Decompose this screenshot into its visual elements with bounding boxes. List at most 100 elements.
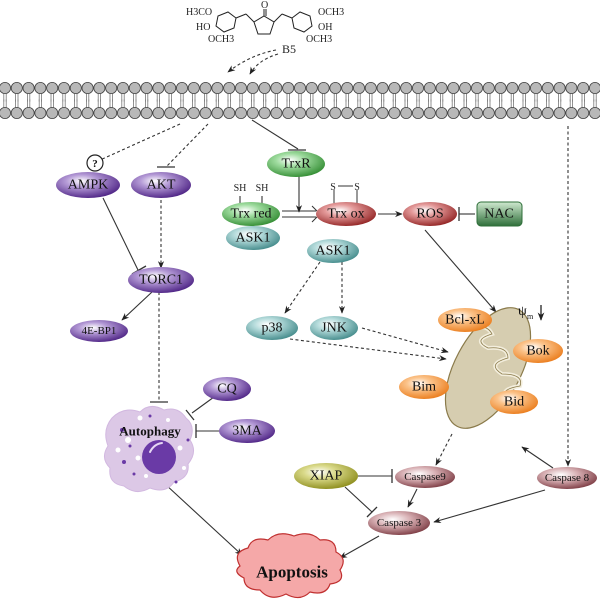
trx-ox-label: Trx ox (327, 207, 364, 222)
lipid-head (211, 82, 224, 95)
s-label-1: S (330, 182, 336, 193)
edge-xiap-inhibits-caspase3 (344, 486, 373, 513)
akt-label: AKT (147, 178, 176, 193)
node-ask1-bound: ASK1 (226, 226, 280, 250)
node-bok: Bok (513, 339, 563, 363)
vesicle (177, 445, 183, 451)
edge-ask1-to-p38 (284, 261, 321, 314)
lipid-head (175, 107, 188, 120)
lipid-head (435, 82, 448, 95)
lipid-head (117, 82, 130, 95)
lipid-head (541, 82, 554, 95)
lipid-head (234, 82, 247, 95)
och3-left-label: OCH3 (208, 34, 234, 45)
vesicle (186, 438, 190, 442)
lipid-head (423, 107, 436, 120)
lipid-head (258, 82, 271, 95)
node-ask1-free: ASK1 (307, 239, 359, 263)
trx-red-label: Trx red (230, 207, 271, 222)
lipid-head (81, 107, 94, 120)
lipid-head (341, 82, 354, 95)
bid-label: Bid (504, 395, 524, 410)
lipid-head (317, 82, 330, 95)
lipid-head (317, 107, 330, 120)
lipid-head (223, 107, 236, 120)
lipid-head (282, 107, 295, 120)
lipid-head (494, 82, 507, 95)
unknown-mediator-node: ? (86, 154, 104, 172)
lipid-head (530, 107, 543, 120)
lipid-head (411, 82, 424, 95)
vesicle (144, 474, 148, 478)
cell-membrane (0, 82, 600, 120)
node-caspase9: Caspase9 (395, 466, 455, 488)
oh-label: OH (318, 22, 332, 33)
lipid-head (10, 82, 23, 95)
caspase8-label: Caspase 8 (545, 472, 590, 484)
jnk-label: JNK (321, 321, 347, 336)
node-caspase3: Caspase 3 (368, 511, 430, 535)
lipid-head (435, 107, 448, 120)
lipid-head (234, 107, 247, 120)
xiap-label: XIAP (310, 469, 343, 484)
bok-label: Bok (526, 344, 549, 359)
membrane-potential-label: ψ m (518, 304, 545, 321)
node-trx-red: Trx red (222, 202, 280, 226)
edge-caspase3-to-apoptosis (339, 535, 380, 559)
vesicle (132, 472, 136, 476)
lipid-head (46, 107, 59, 120)
psi-symbol: ψ (518, 304, 527, 319)
lipid-head (58, 82, 71, 95)
apoptosis-label: Apoptosis (256, 563, 328, 582)
lipid-head (93, 82, 106, 95)
autophagy-cell-icon: Autophagy (104, 406, 194, 492)
lipid-head (494, 107, 507, 120)
lipid-head (93, 107, 106, 120)
edge-ampk-inhibits-torc1 (102, 197, 139, 271)
vesicle (120, 428, 124, 432)
tbar-caspase3 (366, 506, 378, 518)
caspase9-label: Caspase9 (404, 471, 446, 483)
edge-cq-inhibits-autophagy (191, 396, 215, 414)
edge-p38-to-mitochondria (289, 338, 447, 362)
lipid-head (459, 107, 472, 120)
edge-caspase9-to-caspase3 (407, 488, 418, 508)
lipid-head (270, 107, 283, 120)
autophagy-label: Autophagy (119, 424, 181, 439)
lipid-head (459, 82, 472, 95)
vesicle (148, 414, 152, 418)
vesicle (166, 418, 170, 422)
edge-membrane-to-trxr (251, 119, 299, 150)
lipid-head (553, 82, 566, 95)
lipid-head (211, 107, 224, 120)
lipid-head (577, 82, 590, 95)
ask1-bound-label: ASK1 (235, 231, 270, 246)
node-cq: CQ (203, 377, 251, 401)
lipid-head (541, 107, 554, 120)
lipid-head (352, 82, 365, 95)
lipid-head (388, 107, 401, 120)
lipid-head (553, 107, 566, 120)
lipid-head (352, 107, 365, 120)
vesicle (137, 415, 143, 421)
lipid-head (565, 107, 578, 120)
edge-autophagy-to-apoptosis (164, 483, 243, 556)
lipid-head (376, 107, 389, 120)
lipid-head (81, 82, 94, 95)
lipid-head (470, 107, 483, 120)
question-mark: ? (92, 158, 98, 170)
lipid-head (187, 82, 200, 95)
vesicle (182, 466, 186, 470)
node-3ma: 3MA (219, 419, 275, 443)
edge-mitochondria-to-caspase9 (435, 433, 453, 466)
vesicle (125, 437, 131, 443)
lipid-head (128, 82, 141, 95)
lipid-head (411, 107, 424, 120)
och3-right-top-label: OCH3 (318, 7, 344, 18)
apoptosis-cloud: Apoptosis (236, 533, 344, 599)
b5-arrow-1 (227, 49, 277, 73)
3ma-label: 3MA (232, 424, 262, 439)
sh-label-2: SH (256, 183, 269, 194)
lipid-head (270, 82, 283, 95)
och3-right-bottom-label: OCH3 (306, 34, 332, 45)
